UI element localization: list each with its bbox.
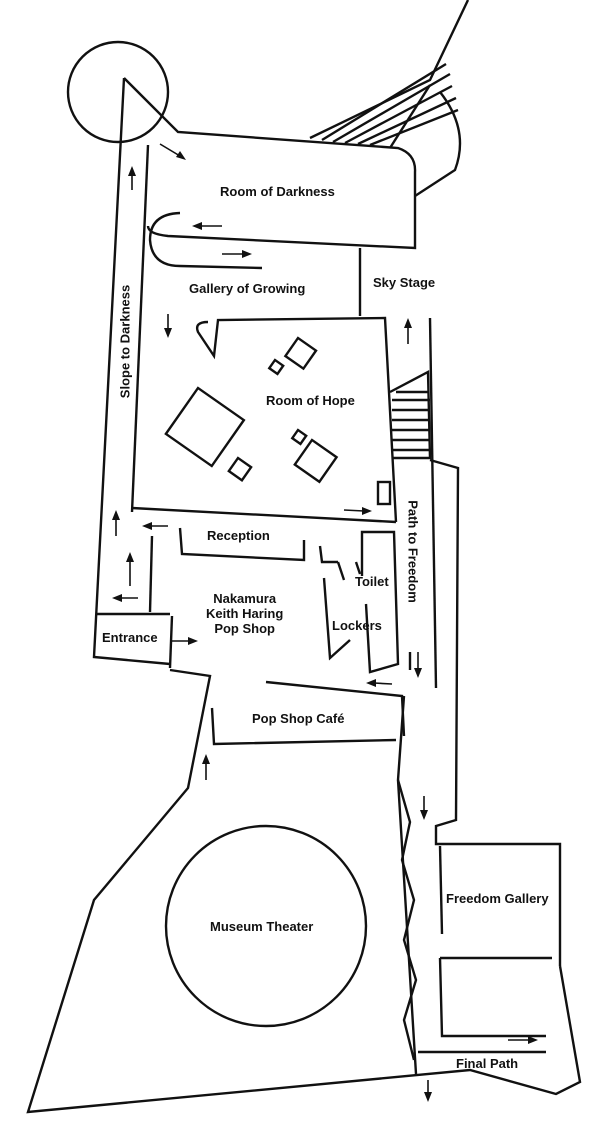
toilet-wall-3 [354, 561, 362, 575]
freedom-path-right [429, 458, 562, 966]
arrow-darkness-left [192, 222, 222, 230]
toilet-wall-2 [336, 561, 346, 581]
hope-square-4 [227, 456, 253, 482]
arrow-hope-exit [343, 507, 372, 515]
hope-square-3 [164, 386, 246, 468]
lockers-wall [322, 577, 351, 661]
hope-square-5 [290, 428, 308, 446]
toilet-wall-4 [360, 530, 400, 674]
hope-square-1 [283, 336, 318, 371]
inner-left-wall [148, 535, 154, 613]
label-museum-theater: Museum Theater [210, 919, 314, 934]
cafe-bottom-wall [210, 707, 397, 746]
reception-wall [178, 527, 306, 562]
freedom-gallery-left [438, 845, 444, 935]
label-pop-shop-cafe: Pop Shop Café [252, 711, 345, 726]
path-right-wall [396, 695, 418, 1075]
sky-stage-right [428, 317, 438, 689]
top-left-circle [66, 40, 170, 144]
outer-bottom-left [26, 668, 582, 1114]
label-reception: Reception [207, 528, 270, 543]
toilet-wall-1 [318, 545, 338, 564]
label-room-of-hope: Room of Hope [266, 393, 355, 408]
label-slope-to-darkness: Slope to Darkness [117, 284, 133, 399]
label-gallery-of-growing: Gallery of Growing [189, 281, 306, 296]
label-room-of-darkness: Room of Darkness [220, 184, 335, 199]
museum-theater-circle [164, 824, 368, 1028]
label-sky-stage: Sky Stage [373, 275, 436, 290]
hatch-arc [414, 91, 462, 198]
arrow-sky-stage-up [404, 318, 412, 344]
hatch-line-1 [321, 62, 447, 142]
arrow-exit-down [424, 1080, 432, 1102]
hope-small-rect [376, 480, 392, 506]
darkness-curve [148, 211, 263, 270]
hatch-tower-left [309, 0, 470, 140]
label-pop-shop: Nakamura Keith Haring Pop Shop [206, 591, 284, 636]
slope-outer-wall [92, 77, 171, 666]
room-of-hope-top [195, 316, 398, 523]
arrow-final-right [508, 1036, 538, 1044]
arrow-path-down [420, 796, 428, 820]
slope-inner-wall [130, 144, 150, 513]
arrow-entrance-right [172, 637, 198, 645]
label-toilet: Toilet [355, 574, 389, 589]
arrow-freedom-down [414, 652, 422, 678]
cafe-top-wall [265, 680, 406, 737]
arrow-reception-left [142, 522, 168, 530]
entrance-post [168, 615, 174, 669]
label-entrance: Entrance [102, 630, 158, 645]
arrow-slope-up-mid [112, 510, 120, 536]
arrow-growing-down [164, 314, 172, 338]
zigzag-wall [396, 779, 418, 1061]
stairs-outline [389, 370, 432, 460]
hatch-line-3 [344, 84, 453, 145]
arrow-slope-up-top [128, 166, 136, 190]
hatch-line-5 [369, 108, 459, 147]
arrow-cafe-up [202, 754, 210, 780]
arrow-left-entrance [112, 594, 138, 602]
hope-square-2 [267, 358, 285, 376]
freedom-gallery-lower [438, 957, 546, 1038]
arrow-shop-left [366, 679, 393, 687]
hatch-line-6 [388, 84, 432, 149]
label-freedom-gallery: Freedom Gallery [446, 891, 549, 906]
room-of-hope-bottom [131, 506, 397, 524]
arrow-slope-up-low [126, 552, 134, 586]
arrow-growing-right [222, 250, 252, 258]
hope-square-6 [293, 438, 339, 484]
label-path-to-freedom: Path to Freedom [405, 500, 421, 603]
label-lockers: Lockers [332, 618, 382, 633]
label-final-path: Final Path [456, 1056, 519, 1071]
arrow-darkness-entry [159, 143, 186, 160]
